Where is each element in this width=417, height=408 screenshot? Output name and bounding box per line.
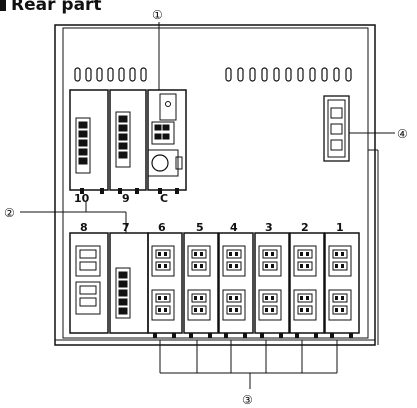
vent-slot — [74, 67, 81, 82]
callout-3-label: ③ — [242, 393, 253, 407]
vent-slot — [129, 67, 136, 82]
callout-3 — [159, 340, 338, 389]
upper-module-c — [147, 89, 187, 191]
slot-label-5: 5 — [196, 221, 204, 234]
upper-mounting-nubs — [80, 188, 179, 194]
vent-slot — [249, 67, 256, 82]
lower-module-2 — [289, 232, 325, 338]
upper-module-10 — [69, 89, 109, 191]
vent-slot — [225, 67, 232, 82]
terminal-block — [293, 289, 317, 321]
vent-slot — [345, 67, 352, 82]
terminal-block — [222, 245, 246, 277]
terminal-block — [293, 245, 317, 277]
vent-slot — [285, 67, 292, 82]
terminal-block — [151, 289, 175, 321]
lower-module-7 — [109, 232, 149, 334]
terminal-block — [222, 289, 246, 321]
ventilation-slots — [74, 67, 352, 82]
callout-4: ④ — [349, 127, 408, 141]
rear-connector — [323, 95, 350, 162]
title-marker — [0, 0, 6, 11]
vent-slot — [321, 67, 328, 82]
slot-label-c: C — [160, 192, 168, 205]
terminal-block — [328, 245, 352, 277]
callout-2-label: ② — [4, 206, 15, 220]
vent-slot — [140, 67, 147, 82]
vent-slot — [237, 67, 244, 82]
slot-label-9: 9 — [122, 192, 130, 205]
terminal-block — [258, 289, 282, 321]
housing — [54, 24, 379, 346]
slot-label-3: 3 — [265, 221, 273, 234]
lower-module-6 — [147, 232, 183, 338]
vent-slot — [309, 67, 316, 82]
vent-slot — [297, 67, 304, 82]
callout-1: ① — [152, 8, 163, 90]
lower-modules-1-to-6 — [147, 232, 360, 338]
slot-label-1: 1 — [336, 221, 344, 234]
slot-label-4: 4 — [230, 221, 238, 234]
vent-slot — [85, 67, 92, 82]
terminal-block — [187, 245, 211, 277]
slot-label-10: 10 — [74, 192, 90, 205]
terminal-block — [328, 289, 352, 321]
terminal-block — [258, 245, 282, 277]
lower-module-5 — [183, 232, 219, 338]
lower-module-4 — [218, 232, 254, 338]
terminal-block — [151, 245, 175, 277]
title: Rear part — [11, 0, 102, 15]
callout-1-label: ① — [152, 8, 163, 22]
lower-module-8 — [69, 232, 109, 334]
slot-label-6: 6 — [158, 221, 166, 234]
slot-label-8: 8 — [80, 221, 88, 234]
slot-label-2: 2 — [301, 221, 309, 234]
vent-slot — [261, 67, 268, 82]
vent-slot — [107, 67, 114, 82]
callout-4-label: ④ — [397, 127, 408, 141]
lower-module-1 — [324, 232, 360, 338]
terminal-block — [187, 289, 211, 321]
upper-module-9 — [109, 89, 147, 191]
vent-slot — [333, 67, 340, 82]
vent-slot — [96, 67, 103, 82]
vent-slot — [273, 67, 280, 82]
vent-slot — [118, 67, 125, 82]
callout-2: ② — [4, 202, 127, 233]
lower-module-3 — [254, 232, 290, 338]
